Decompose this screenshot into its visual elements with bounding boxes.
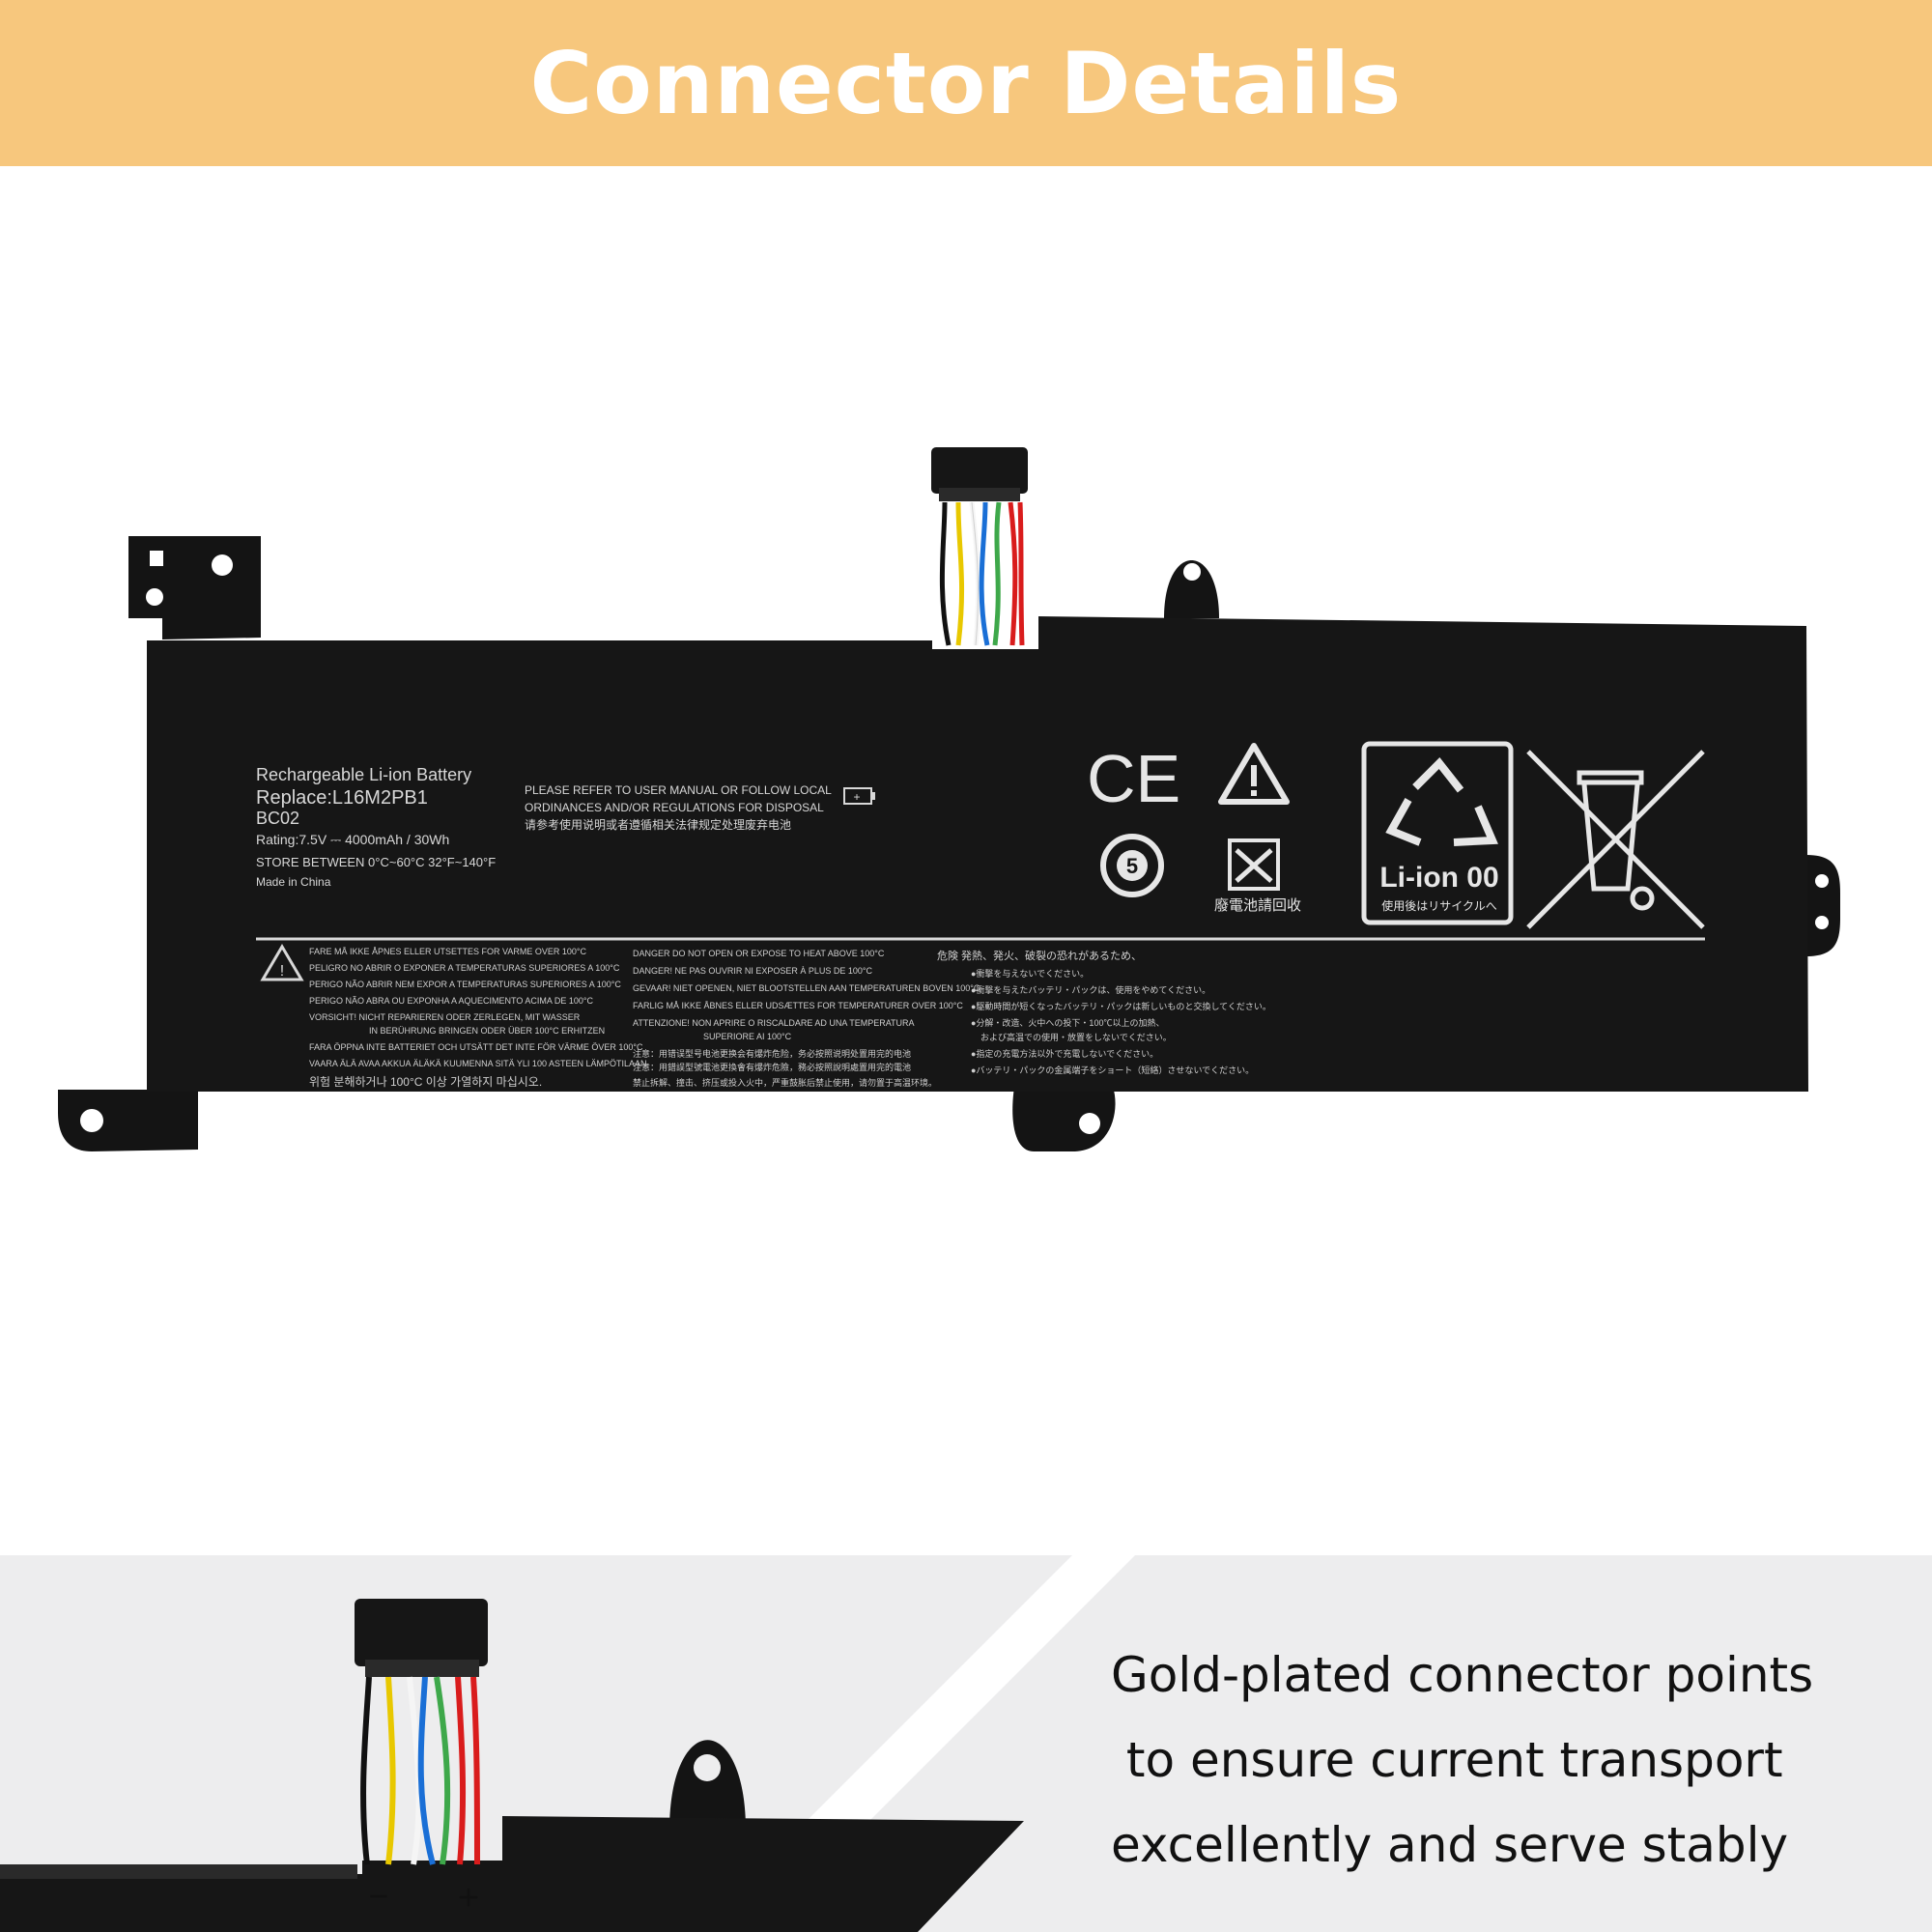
closeup-battery-body <box>0 1816 1024 1932</box>
connector-wires <box>939 501 1025 646</box>
warning-c3-4: ●分解・改造、火中への投下・100℃以上の加熱、 <box>971 1017 1164 1028</box>
warning-c3-1: ●衝撃を与えないでください。 <box>971 968 1089 979</box>
ear-hole <box>80 1109 103 1132</box>
label-line6: Made in China <box>256 875 331 889</box>
warning-c1-2: PERIGO NÃO ABRIR NEM EXPOR A TEMPERATURA… <box>309 980 621 989</box>
warning-c2-6: 注意：用错误型号电池更换会有爆炸危险，务必按照说明处置用完的电池 <box>633 1048 911 1059</box>
warning-c2-5: SUPERIORE AI 100°C <box>703 1032 792 1041</box>
closeup-ear-hole <box>694 1754 721 1781</box>
warning-c2-7: 注意：用錯誤型號電池更換會有爆炸危險，務必按照說明處置用完的電池 <box>633 1062 911 1072</box>
warning-c3-3: ●駆動時間が短くなったバッテリ・パックは新しいものと交換してください。 <box>971 1001 1271 1011</box>
environmental-use-period-icon: 5 <box>1100 834 1164 897</box>
chinese-recycle-icon <box>1228 838 1280 891</box>
closeup-ear <box>669 1740 746 1831</box>
bracket-hole <box>150 551 163 566</box>
recycle-chinese-text: 廢電池請回收 <box>1214 896 1301 914</box>
ear-hole <box>1183 563 1201 581</box>
warning-c3-2: ●衝撃を与えたバッテリ・パックは、使用をやめてください。 <box>971 984 1210 995</box>
warning-c1-5: IN BERÜHRUNG BRINGEN ODER ÜBER 100°C ERH… <box>369 1026 605 1036</box>
warning-c3-5: および高温での使用・放置をしないでください。 <box>980 1032 1172 1042</box>
svg-text:!: ! <box>280 963 284 980</box>
ear-hole <box>1815 916 1829 929</box>
warning-c2-4: ATTENZIONE! NON APRIRE O RISCALDARE AD U… <box>633 1018 915 1028</box>
li-ion-recycle-icon <box>1361 741 1514 925</box>
svg-text:+: + <box>853 790 860 804</box>
battery-image: − + Rechargeable Li-ion Battery Replace:… <box>0 166 1932 1557</box>
closeup-edge <box>0 1864 357 1879</box>
crossed-bin-icon <box>1526 750 1705 929</box>
battery-illustration: − + Rechargeable Li-ion Battery Replace:… <box>58 447 1840 1151</box>
warning-c1-1: PELIGRO NO ABRIR O EXPONER A TEMPERATURA… <box>309 963 620 973</box>
warning-c3-7: ●バッテリ・パックの金属端子をショート（短絡）させないでください。 <box>971 1065 1254 1075</box>
warning-c2-2: GEVAAR! NIET OPENEN, NIET BLOOTSTELLEN A… <box>633 983 980 993</box>
svg-text:5: 5 <box>1126 854 1138 878</box>
warning-c1-8: 위험 분해하거나 100°C 이상 가열하지 마십시오. <box>309 1075 542 1089</box>
label-line5: STORE BETWEEN 0°C~60°C 32°F~140°F <box>256 855 496 869</box>
bracket-hole <box>146 588 163 606</box>
mount-bracket-top-left <box>128 536 261 639</box>
disposal-line3: 请参考使用说明或者遵循相关法律规定处理废弃电池 <box>525 817 791 832</box>
warning-c1-6: FARA ÖPPNA INTE BATTERIET OCH UTSÄTT DET… <box>309 1042 643 1052</box>
closeup-connector-housing <box>355 1599 488 1666</box>
ear-hole <box>1815 874 1829 888</box>
warning-c1-4: VORSICHT! NICHT REPARIEREN ODER ZERLEGEN… <box>309 1012 581 1022</box>
closeup-wires <box>360 1676 480 1865</box>
warning-c2-1: DANGER! NE PAS OUVRIR NI EXPOSER À PLUS … <box>633 966 873 976</box>
warning-c2-3: FARLIG MÅ IKKE ÅBNES ELLER UDSÆTTES FOR … <box>633 1001 963 1010</box>
bracket-hole <box>212 554 233 576</box>
label-line2: Replace:L16M2PB1 <box>256 787 428 809</box>
disposal-line1: PLEASE REFER TO USER MANUAL OR FOLLOW LO… <box>525 783 832 797</box>
connector-description: Gold-plated connector points to ensure c… <box>1111 1633 1903 1888</box>
closeup-terminal-plus: + <box>458 1878 479 1918</box>
description-line3: excellently and serve stably <box>1111 1817 1789 1873</box>
detail-section: − + <box>0 1555 1932 1932</box>
connector-closeup: − + <box>0 1555 1135 1932</box>
battery-label: Rechargeable Li-ion Battery Replace:L16M… <box>256 765 832 889</box>
warning-c1-3: PERIGO NÃO ABRA OU EXPONHA A AQUECIMENTO… <box>309 996 594 1006</box>
label-line4: Rating:7.5V ⎓ 4000mAh / 30Wh <box>256 832 449 847</box>
ce-mark-icon: CE <box>1087 741 1180 816</box>
warning-c1-0: FARE MÅ IKKE ÅPNES ELLER UTSETTES FOR VA… <box>309 947 587 956</box>
li-ion-sub: 使用後はリサイクルへ <box>1381 898 1496 913</box>
warning-c3-6: ●指定の充電方法以外で充電しないでください。 <box>971 1048 1158 1059</box>
ear-hole <box>1079 1113 1100 1134</box>
description-line2: to ensure current transport <box>1111 1732 1783 1788</box>
connector-housing <box>931 447 1028 494</box>
mount-ear-right <box>1806 855 1840 956</box>
battery-icon: + <box>843 787 875 805</box>
mount-ear-top <box>1164 560 1219 618</box>
warning-c1-7: VAARA ÄLÄ AVAA AKKUA ÄLÄKÄ KUUMENNA SITÄ… <box>309 1059 646 1068</box>
closeup-pins <box>365 1660 479 1677</box>
warning-c2-8: 禁止拆解、撞击、挤压或投入火中，严重鼓胀后禁止使用，请勿置于高温环境。 <box>633 1077 937 1088</box>
description-line1: Gold-plated connector points <box>1111 1647 1814 1703</box>
warning-c3-0: 危険 発熱、発火、破裂の恐れがあるため、 <box>937 949 1142 962</box>
title-banner: Connector Details <box>0 0 1932 166</box>
label-line1: Rechargeable Li-ion Battery <box>256 765 471 784</box>
connector-pins <box>939 488 1020 501</box>
closeup-terminal-minus: − <box>368 1876 388 1916</box>
disposal-line2: ORDINANCES AND/OR REGULATIONS FOR DISPOS… <box>525 801 824 814</box>
warning-icon <box>1218 743 1290 805</box>
label-line3: BC02 <box>256 809 299 828</box>
battery-body <box>147 616 1808 1092</box>
mount-ear-bottom-mid <box>1012 1087 1116 1151</box>
mount-ear-bottom-left <box>58 1090 198 1151</box>
small-warning-icon: ! <box>260 944 304 981</box>
page-title: Connector Details <box>529 33 1403 133</box>
warning-c2-0: DANGER DO NOT OPEN OR EXPOSE TO HEAT ABO… <box>633 949 885 958</box>
li-ion-mark: Li-ion 00 <box>1379 862 1498 894</box>
